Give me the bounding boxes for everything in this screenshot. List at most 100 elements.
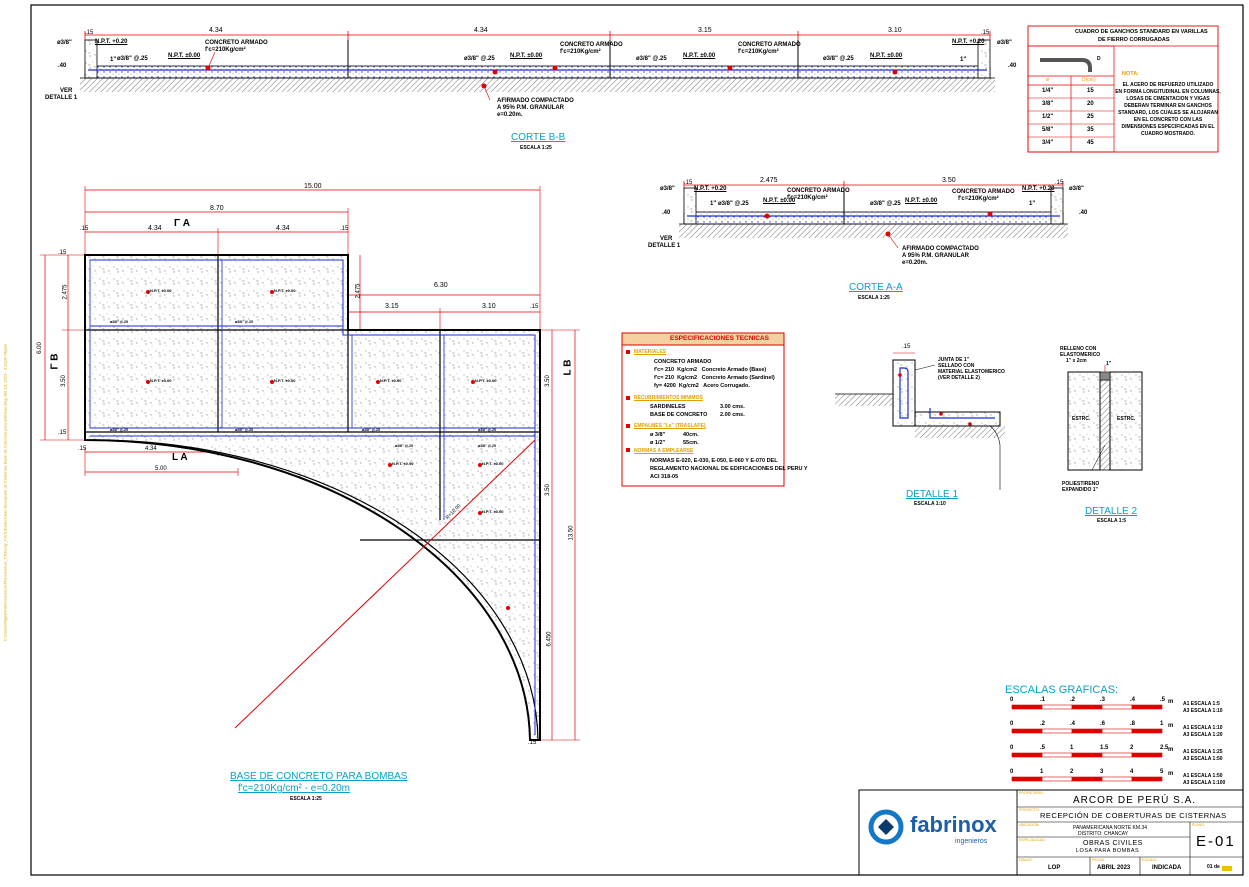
especialidad-label: ESPECIALIDAD: <box>1019 838 1046 842</box>
fecha-value: ABRIL 2023 <box>1097 865 1131 871</box>
ganchos-row-value: 25 <box>1087 114 1094 120</box>
specs-title: ESPECIFICACIONES TECNICAS <box>670 335 769 342</box>
corte-bb-edge-left: .15 <box>85 30 94 36</box>
corte-aa-height: .40 <box>662 210 671 216</box>
detalle-1-scale: ESCALA 1:10 <box>914 501 946 507</box>
corte-bb-ver: VER <box>60 88 73 94</box>
ganchos-row-diameter: 1/2" <box>1042 114 1054 120</box>
scale-bar-tick: 2.5 <box>1160 745 1169 751</box>
plan-cut-b-right: L B <box>562 359 574 376</box>
ganchos-table <box>1027 25 1219 153</box>
detalle-1-note-line: MATERIAL ELASTOMERICO <box>938 369 1005 375</box>
plan-dim-870: 8.70 <box>210 205 224 212</box>
ganchos-nota-line: DIMENSIONES ESPECIFICADAS EN EL <box>1121 124 1215 130</box>
scale-bar-segment <box>1041 776 1073 782</box>
corte-aa-ver-detalle: DETALLE 1 <box>648 243 681 249</box>
detalle-2-title: DETALLE 2 <box>1085 506 1138 517</box>
plan-dim-434a: 4.34 <box>148 225 162 232</box>
scale-bar-segment <box>1131 752 1163 758</box>
corte-aa-npt-top-left: N.P.T. +0.20 <box>694 186 727 192</box>
scale-bar-tick: 2 <box>1070 769 1074 775</box>
plan-joint-label: ø3/8" @.25 <box>110 428 128 432</box>
plan-dim-2475b: 2.475 <box>355 283 362 299</box>
corte-aa-edge-left: .15 <box>684 180 693 186</box>
specs-e1: ø 3/8" <box>650 432 666 438</box>
plan-npt-label: N.P.T. ±0.00 <box>274 378 296 383</box>
specs-box <box>621 332 785 487</box>
ganchos-row-diameter: 1/4" <box>1042 88 1054 94</box>
plan-dim-15-4: .15 <box>78 446 87 452</box>
detalle-2-bottom-line: EXPANDIDO 1" <box>1062 487 1098 493</box>
plan-dim-15-5: .15 <box>58 250 67 256</box>
scale-bar-tick: .2 <box>1040 721 1046 727</box>
scale-bar-segment <box>1071 752 1103 758</box>
corte-aa-section <box>679 181 1068 249</box>
scale-bar-a1: A1 ESCALA 1:50 <box>1183 773 1223 779</box>
corte-aa-concrete-2: CONCRETO ARMADO <box>952 189 1015 195</box>
scale-bar-tick: 5 <box>1160 769 1164 775</box>
corte-bb-height-right: .40 <box>1008 63 1017 69</box>
plan-joint-label: ø3/8" @.25 <box>478 428 496 432</box>
plan-dim-350c: 3.50 <box>544 484 551 496</box>
detalle-2-dim: 1" <box>1106 361 1112 367</box>
plan-joint-label: ø3/8" @.25 <box>235 428 253 432</box>
corte-aa-npt-1: N.P.T. ±0.00 <box>763 198 796 204</box>
proyecto-label: PROYECTO: <box>1019 808 1040 812</box>
corte-bb-npt-top-left: N.P.T. +0.20 <box>95 39 128 45</box>
corte-bb-height: .40 <box>58 63 67 69</box>
scale-bar-segment <box>1101 704 1133 710</box>
plan-dim-434b: 4.34 <box>276 225 290 232</box>
plan-dim-total: 15.00 <box>304 183 322 190</box>
fecha-label: FECHA: <box>1092 858 1105 862</box>
corte-bb-bar-1: ø3/8" @.25 <box>117 56 148 62</box>
scale-bar-tick: .6 <box>1100 721 1106 727</box>
specs-h1: MATERIALES <box>634 349 667 355</box>
ganchos-nota-line: CUADRO MOSTRADO. <box>1141 131 1195 137</box>
scale-bar-segment <box>1101 752 1133 758</box>
detalle-2-top-line: RELLENO CON <box>1060 346 1097 352</box>
specs-n3: ACI 318-05 <box>650 474 679 480</box>
plan-dim-15-1: .15 <box>80 226 89 232</box>
scale-bar-unit: m <box>1168 723 1174 729</box>
corte-aa-npt-top-right: N.P.T. +0.20 <box>1022 186 1055 192</box>
corte-bb-bar-left: ø3/8" <box>57 40 72 46</box>
scale-bar-tick: 3 <box>1100 769 1104 775</box>
ganchos-nota-line: DEBERAN TERMINAR EN GANCHOS <box>1124 103 1212 109</box>
plan-dim-6450: 6.450 <box>546 631 553 647</box>
scale-bar-tick: 1.5 <box>1100 745 1109 751</box>
escalas-bars <box>1011 704 1163 782</box>
corte-bb-hook: 1" <box>110 57 117 63</box>
detalle-2-top-line: ELASTOMERICO <box>1060 352 1101 358</box>
propietario-value: ARCOR DE PERÚ S.A. <box>1073 795 1197 806</box>
corte-aa-dim-1: 2.475 <box>760 177 778 184</box>
escala-label: ESCALA: <box>1142 858 1157 862</box>
corte-aa-ver: VER <box>660 236 673 242</box>
corte-bb-concrete-2b: f'c=210Kg/cm² <box>560 49 601 55</box>
corte-aa-bar-1: ø3/8" @.25 <box>718 201 749 207</box>
ganchos-dim-d: D <box>1097 56 1101 62</box>
scale-bar-segment <box>1011 776 1043 782</box>
plan-view <box>40 186 580 741</box>
corte-aa-concrete-2b: f'c=210Kg/cm² <box>958 196 999 202</box>
escala-value: INDICADA <box>1152 865 1182 871</box>
specs-e2v: 55cm. <box>683 440 699 446</box>
ubicacion-1: PANAMERICANA NORTE KM.34 <box>1073 825 1147 831</box>
plan-dim-15-7: .15 <box>528 740 537 746</box>
corte-bb-npt-2: N.P.T. ±0.00 <box>510 53 543 59</box>
scale-bar-a3: A3 ESCALA 1:50 <box>1183 756 1223 762</box>
title-block <box>858 789 1244 876</box>
ganchos-row-value: 15 <box>1087 88 1094 94</box>
corte-bb-scale: ESCALA 1:25 <box>520 145 552 151</box>
specs-m3: f'c= 210 Kg/cm2 Concreto Armado (Sardine… <box>654 375 775 381</box>
plan-title-1: BASE DE CONCRETO PARA BOMBAS <box>230 771 408 782</box>
corte-bb-bar-3: ø3/8" @.25 <box>636 56 667 62</box>
corte-bb-concrete-3b: f'c=210Kg/cm² <box>738 49 779 55</box>
ganchos-col-1: ø <box>1046 77 1050 83</box>
detalle-1-note-line: JUNTA DE 1" <box>938 357 969 363</box>
corte-bb-dim-3: 3.15 <box>698 27 712 34</box>
plan-cut-a-bot: L A <box>172 452 188 463</box>
plan-npt-label: N.P.T. ±0.00 <box>482 509 504 514</box>
detalle-2-drawing <box>1067 365 1143 471</box>
ganchos-row-diameter: 5/8" <box>1042 127 1054 133</box>
specs-r1v: 3.00 cms. <box>720 404 745 410</box>
